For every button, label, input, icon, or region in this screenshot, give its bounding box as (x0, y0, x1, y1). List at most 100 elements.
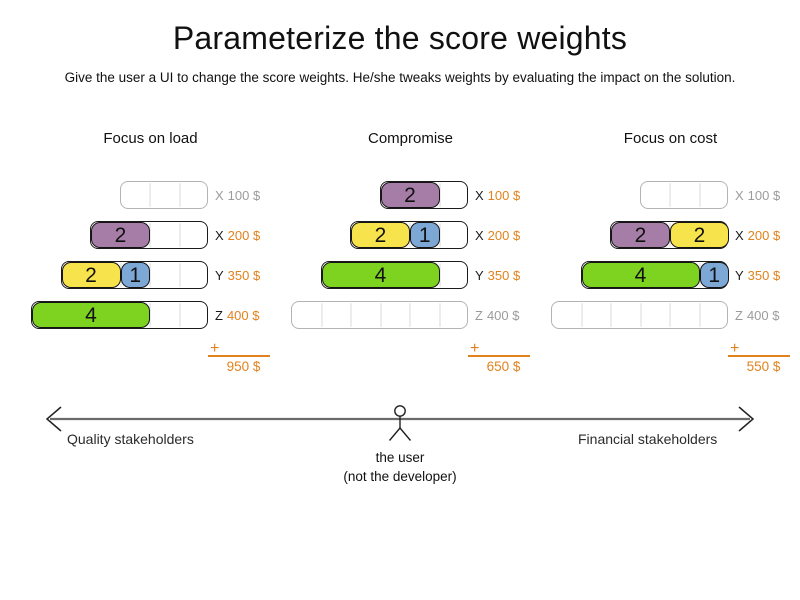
computer-cost-label: 350 $ (227, 267, 261, 283)
sum-total: 950 $ (226, 359, 261, 374)
unit-gridline (438, 223, 441, 247)
unit-gridline (149, 223, 151, 247)
unit-gridline (698, 303, 701, 327)
computer-cost-label: 100 $ (227, 187, 261, 203)
process-block-green: 4 (581, 262, 700, 288)
computer-name-label: Y (215, 267, 224, 283)
plus-sign: + (730, 340, 740, 357)
computer-name-label: X (735, 187, 744, 203)
process-block-value: 1 (418, 223, 431, 247)
unit-gridline (698, 183, 701, 207)
subtitle: Give the user a UI to change the score w… (64, 70, 736, 85)
computer-bar (639, 181, 728, 209)
process-block-value: 4 (634, 263, 647, 287)
process-block-yellow: 2 (670, 222, 729, 248)
computer-cost-label: 100 $ (487, 187, 521, 203)
unit-gridline (379, 303, 382, 327)
unit-gridline (178, 263, 181, 287)
unit-gridline (178, 223, 181, 247)
cost-sum: +950 $ (208, 341, 270, 374)
computer-name-label: X (475, 227, 484, 243)
process-block-green: 4 (321, 262, 440, 288)
unit-gridline (438, 303, 441, 327)
computer-name-label: Y (735, 267, 744, 283)
computer-bar: 2 (379, 181, 468, 209)
quality-stakeholders-label: Quality stakeholders (67, 431, 194, 447)
computer-cost-label: 200 $ (227, 227, 261, 243)
computer-bar (551, 301, 728, 329)
unit-gridline (149, 303, 151, 327)
process-block-purple: 2 (611, 222, 670, 248)
computer-cost-label: 400 $ (746, 307, 780, 323)
unit-gridline (669, 183, 671, 207)
computer-bar: 4 (320, 261, 468, 289)
computer-name-label: X (735, 227, 744, 243)
computer-bar (119, 181, 208, 209)
right-arrowhead-icon (738, 406, 755, 432)
computer-cost-label: 200 $ (747, 227, 781, 243)
financial-stakeholders-label: Financial stakeholders (578, 431, 718, 447)
sum-line: + (728, 341, 790, 357)
process-block-value: 2 (85, 263, 97, 287)
process-block-value: 2 (374, 223, 387, 247)
process-block-value: 4 (85, 303, 97, 327)
process-block-value: 2 (114, 223, 127, 247)
unit-gridline (409, 303, 411, 327)
process-block-blue: 1 (120, 262, 150, 288)
user-sublabel: (not the developer) (343, 469, 457, 484)
plus-sign: + (470, 340, 480, 357)
sum-total: 650 $ (486, 359, 521, 374)
unit-gridline (350, 303, 352, 327)
sum-line: + (468, 341, 530, 357)
process-block-purple: 2 (380, 182, 440, 208)
scenario-title: Compromise (367, 130, 454, 147)
process-block-value: 1 (129, 263, 142, 287)
stakeholder-axis (45, 405, 755, 441)
sum-line: + (208, 341, 270, 357)
process-block-yellow: 2 (351, 222, 410, 248)
process-block-value: 2 (634, 223, 647, 247)
unit-gridline (178, 183, 181, 207)
process-block-value: 4 (374, 263, 387, 287)
computer-bar: 4 (31, 301, 208, 329)
computer-name-label: Z (215, 307, 223, 323)
process-block-purple: 2 (91, 222, 150, 248)
unit-gridline (438, 183, 441, 207)
process-block-value: 2 (404, 183, 416, 207)
stick-figure-icon (388, 405, 412, 441)
plus-sign: + (210, 340, 220, 357)
scenario-title: Focus on load (103, 130, 198, 147)
unit-gridline (580, 303, 583, 327)
computer-cost-label: 350 $ (487, 267, 521, 283)
process-block-blue: 1 (699, 262, 729, 288)
process-block-blue: 1 (410, 222, 440, 248)
process-block-value: 1 (708, 263, 721, 287)
computer-name-label: X (475, 187, 484, 203)
process-block-yellow: 2 (61, 262, 121, 288)
unit-gridline (178, 303, 181, 327)
unit-gridline (149, 263, 151, 287)
sum-total: 550 $ (746, 359, 781, 374)
computer-cost-label: 400 $ (226, 307, 260, 323)
unit-gridline (639, 303, 642, 327)
process-block-value: 2 (693, 223, 706, 247)
computer-name-label: Y (475, 267, 484, 283)
page-title: Parameterize the score weights (172, 20, 628, 56)
process-block-green: 4 (32, 302, 150, 328)
computer-bar (291, 301, 468, 329)
cost-sum: +650 $ (468, 341, 530, 374)
